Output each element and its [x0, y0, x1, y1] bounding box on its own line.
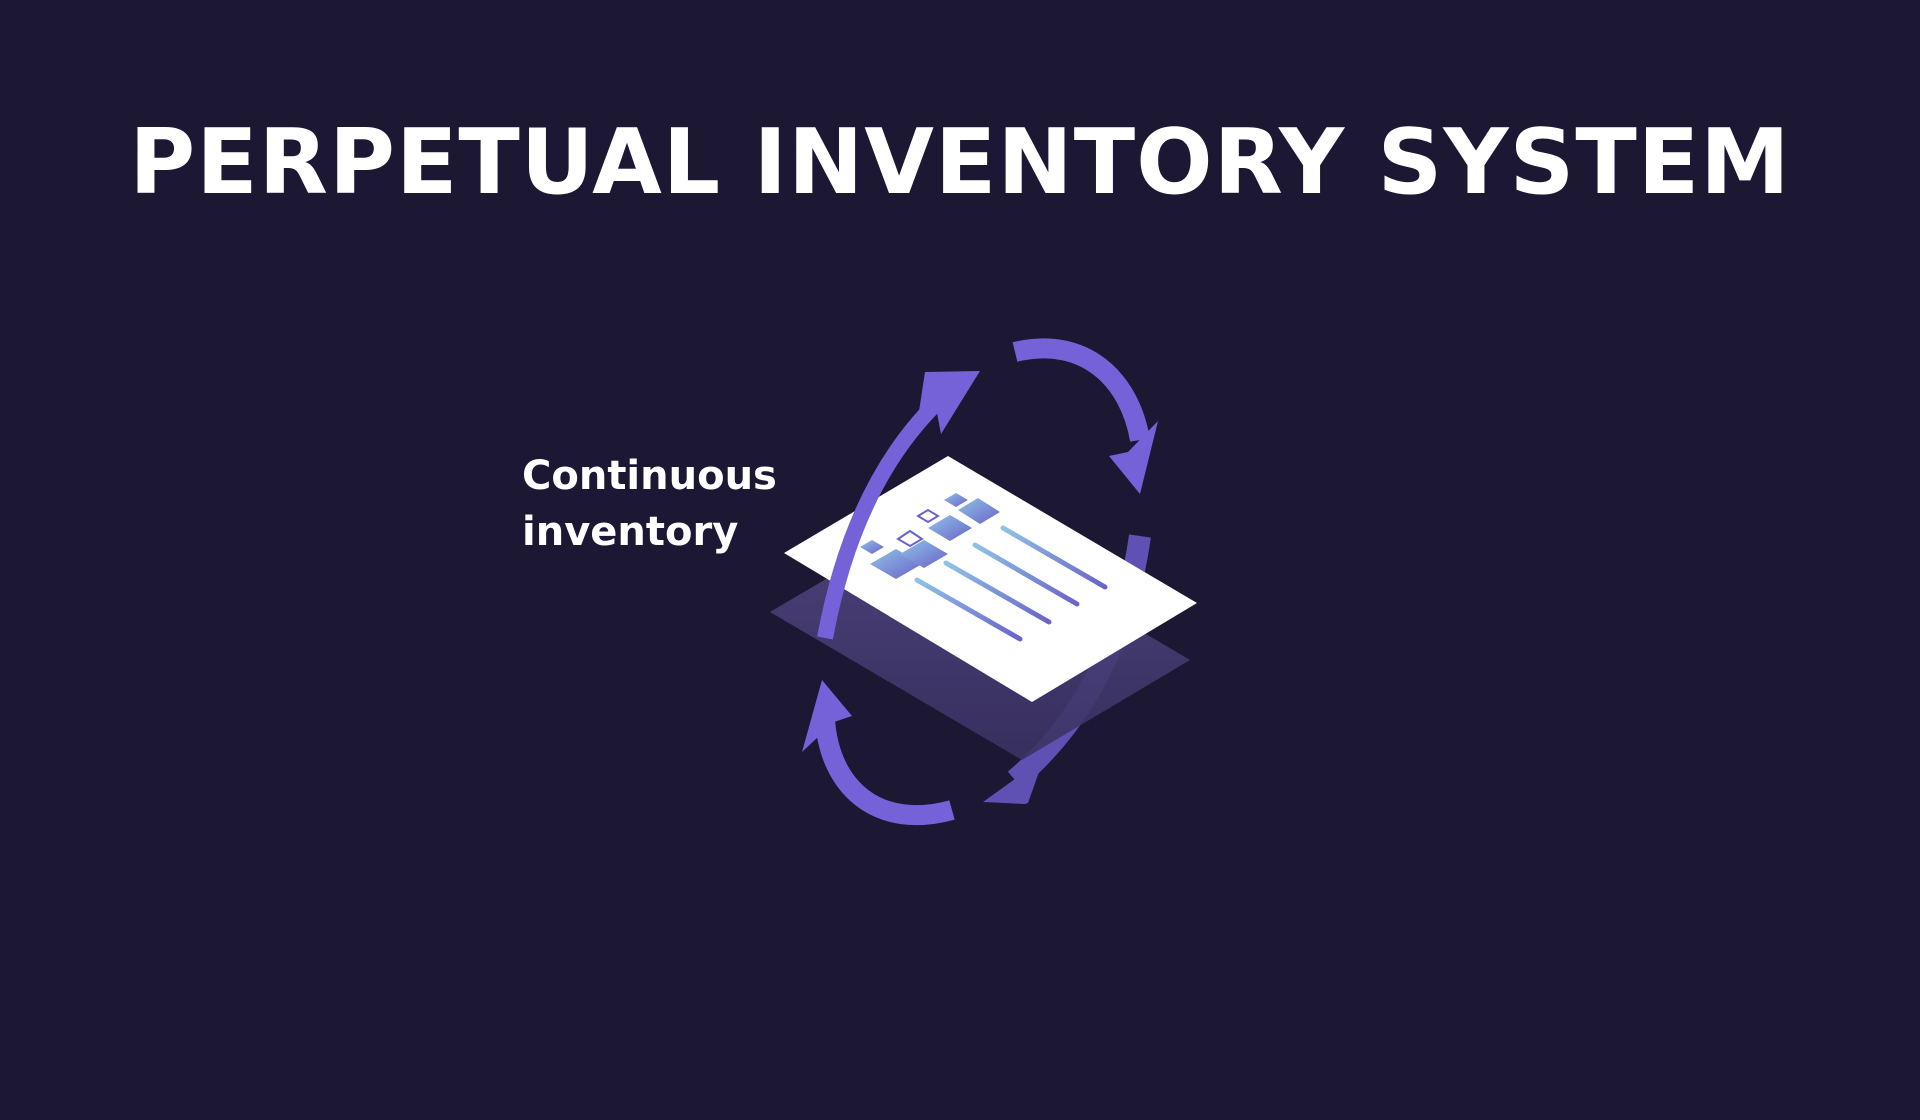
continuous-inventory-label: Continuous inventory	[522, 448, 777, 560]
label-line-2: inventory	[522, 509, 739, 555]
cycle-arrow-top-right-icon	[1012, 338, 1158, 494]
isometric-document-icon	[784, 456, 1197, 702]
slide-title: PERPETUAL INVENTORY SYSTEM	[129, 110, 1791, 215]
cycle-arrow-bottom-left-icon	[802, 680, 955, 826]
cycle-arrow-left-icon	[817, 371, 980, 640]
label-line-1: Continuous	[522, 453, 777, 499]
